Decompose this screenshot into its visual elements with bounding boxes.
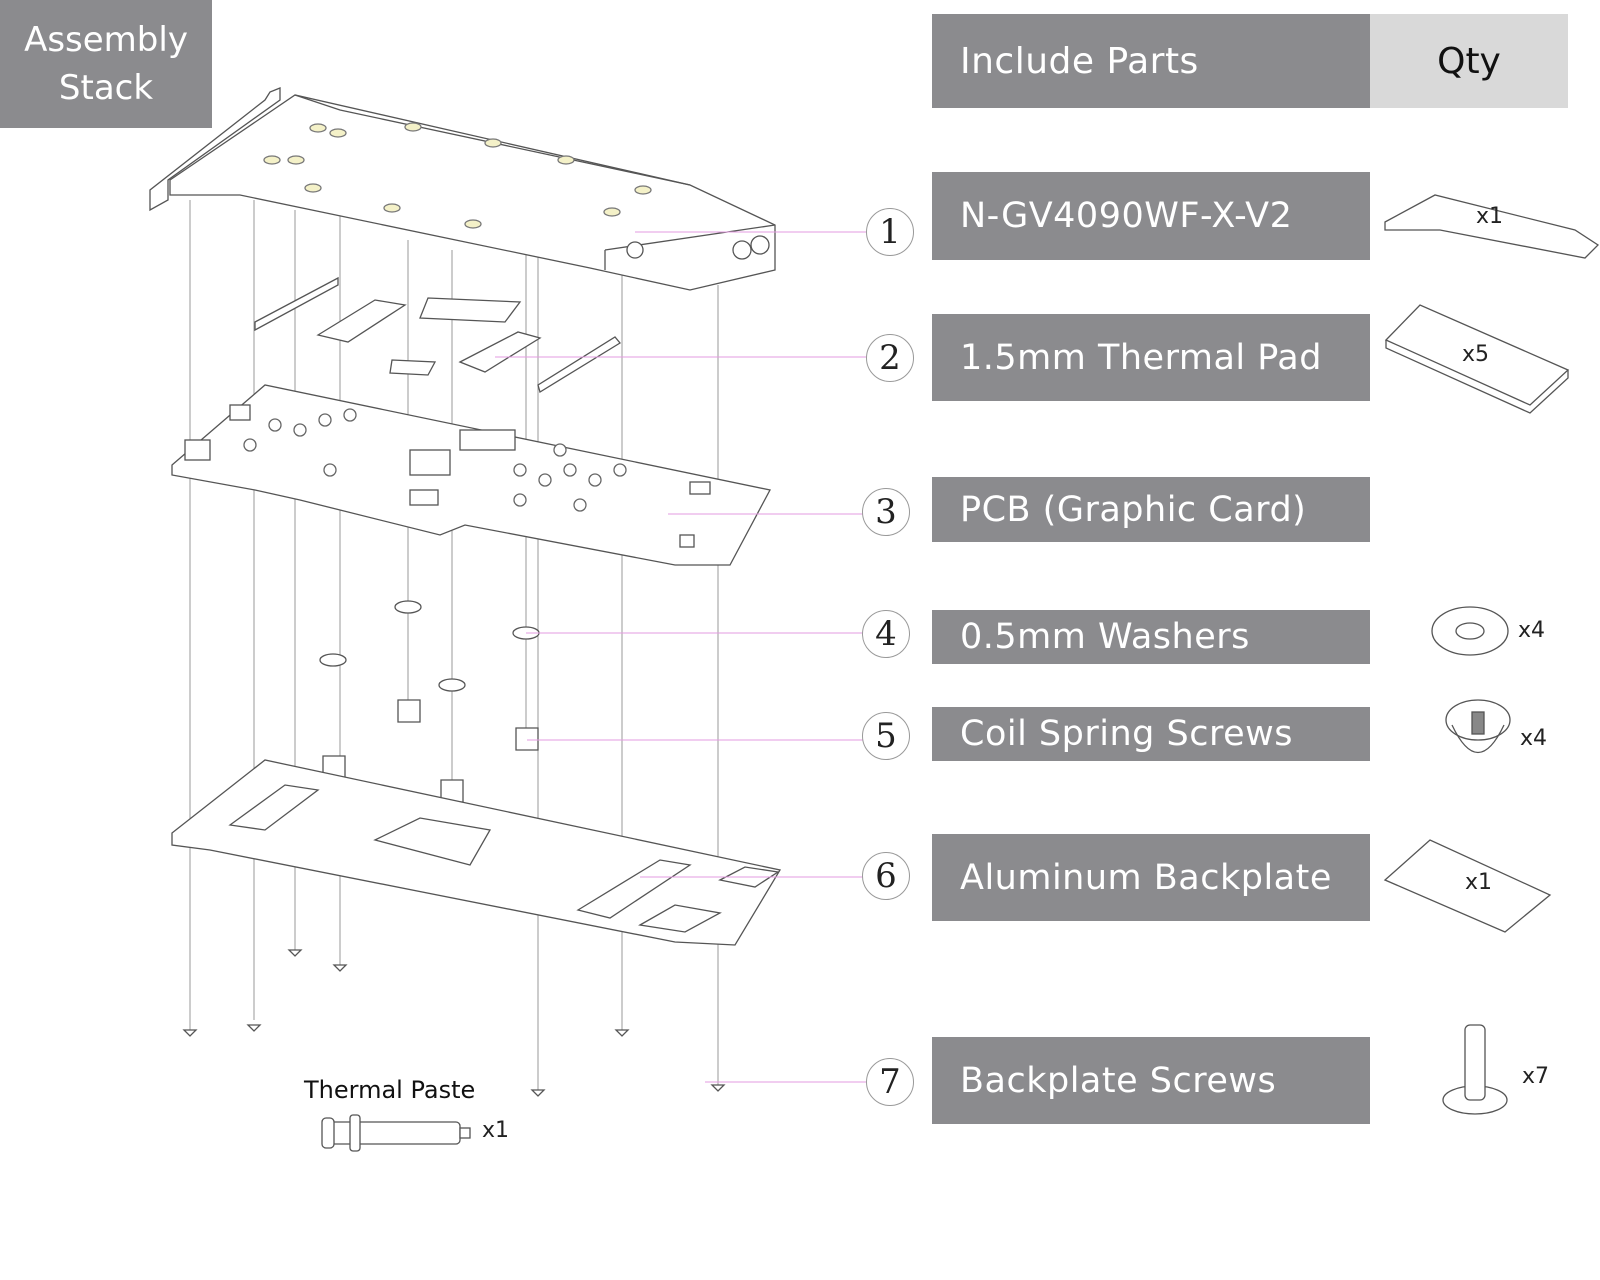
qty-thermal-paste: x1 xyxy=(482,1118,510,1143)
part-label-backplate-screws: Backplate Screws xyxy=(932,1037,1370,1124)
callout-number-2: 2 xyxy=(866,334,914,382)
leader-lines xyxy=(495,231,866,1083)
qty-waterblock: x1 xyxy=(1476,204,1504,229)
part-label-spring-screws: Coil Spring Screws xyxy=(932,707,1370,761)
thermal-paste-syringe xyxy=(321,1114,471,1152)
qty-icon-screw xyxy=(1442,1024,1508,1115)
thermal-paste-label: Thermal Paste xyxy=(304,1076,476,1104)
qty-icon-washer xyxy=(1431,606,1509,656)
part-label-backplate: Aluminum Backplate xyxy=(932,834,1370,921)
qty-thermal-pad: x5 xyxy=(1462,342,1490,367)
qty-spring-screws: x4 xyxy=(1520,726,1548,751)
title-line-1: Assembly xyxy=(24,20,188,60)
part-label-waterblock: N-GV4090WF-X-V2 xyxy=(932,172,1370,260)
thermal-pads-drawing xyxy=(254,276,621,394)
qty-backplate: x1 xyxy=(1465,870,1493,895)
include-parts-header: Include Parts xyxy=(932,14,1370,108)
qty-icon-waterblock xyxy=(1384,194,1600,259)
callout-number-1: 1 xyxy=(866,208,914,256)
part-label-washers: 0.5mm Washers xyxy=(932,610,1370,664)
qty-icon-thermal-pad xyxy=(1384,304,1570,414)
backplate-screws-drawing xyxy=(182,949,726,1097)
qty-header: Qty xyxy=(1370,14,1568,108)
part-label-thermal-pad: 1.5mm Thermal Pad xyxy=(932,314,1370,401)
callout-number-7: 7 xyxy=(866,1058,914,1106)
qty-backplate-screws: x7 xyxy=(1522,1064,1550,1089)
coil-springs-drawing xyxy=(322,699,539,803)
callout-number-6: 6 xyxy=(862,852,910,900)
waterblock-drawing xyxy=(149,87,776,291)
assembly-stack-title: Assembly Stack xyxy=(0,0,212,128)
callout-number-3: 3 xyxy=(862,488,910,536)
washers-drawing xyxy=(319,600,540,692)
part-label-pcb: PCB (Graphic Card) xyxy=(932,477,1370,542)
title-line-2: Stack xyxy=(58,68,154,108)
backplate-drawing xyxy=(171,759,782,946)
qty-washers: x4 xyxy=(1518,618,1546,643)
qty-icon-backplate xyxy=(1383,839,1552,933)
pcb-drawing xyxy=(171,384,771,566)
callout-number-5: 5 xyxy=(862,712,910,760)
qty-icon-spring xyxy=(1445,699,1511,754)
assembly-guide-lines xyxy=(189,200,719,1090)
callout-number-4: 4 xyxy=(862,610,910,658)
